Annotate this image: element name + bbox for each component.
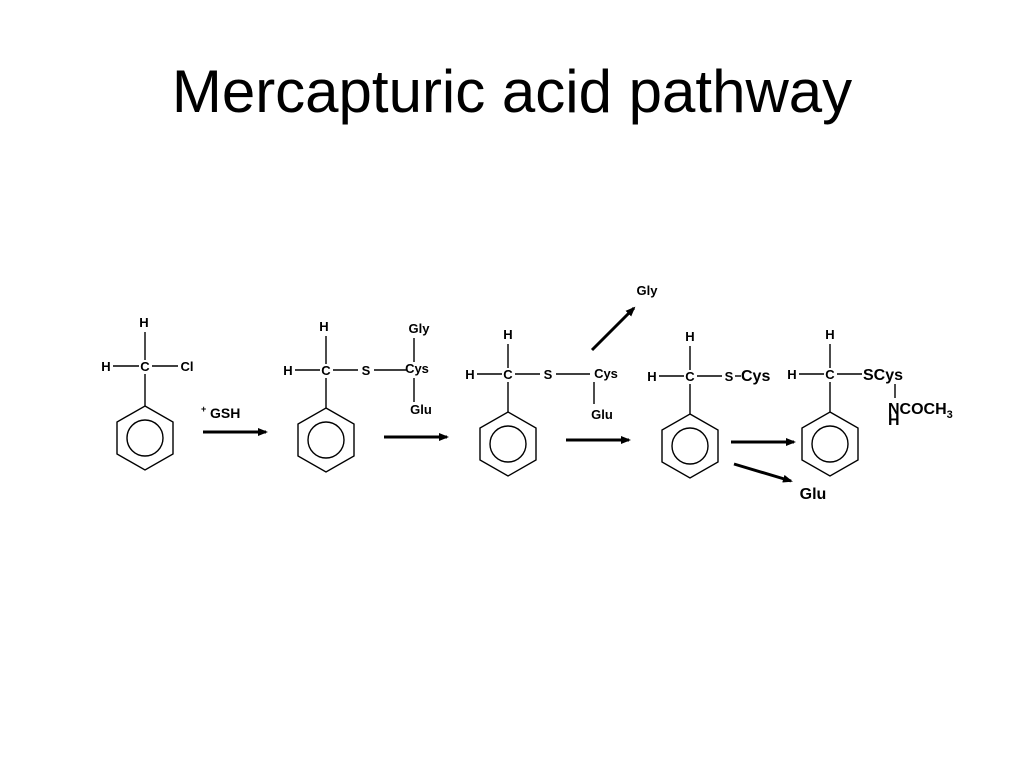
compound2-h-top: H	[319, 319, 328, 334]
benzene-ring	[661, 413, 719, 479]
compound5-h-n: H	[888, 412, 900, 429]
compound2-h-left: H	[283, 363, 292, 378]
compound3-glu: Glu	[591, 407, 613, 422]
reagent-gsh: GSH	[210, 405, 240, 421]
compound2-sulfur: S	[362, 363, 371, 378]
benzene-ring	[297, 407, 355, 473]
compound5-h-left: H	[787, 367, 796, 382]
compound3-cys: Cys	[594, 366, 618, 381]
slide-title: Mercapturic acid pathway	[171, 58, 853, 125]
compound2-carbon: C	[321, 363, 331, 378]
compound-cysteine-conjugate: H H C S Cys	[647, 329, 770, 479]
compound3-sulfur: S	[544, 367, 553, 382]
released-glu: Glu	[800, 486, 827, 503]
compound4-carbon: C	[685, 369, 695, 384]
aromatic-circle	[307, 421, 345, 459]
compound3-h-left: H	[465, 367, 474, 382]
glu-release-arrow	[733, 462, 793, 483]
compound5-h-top: H	[825, 327, 834, 342]
benzene-ring	[479, 411, 537, 477]
compound1-chlorine: Cl	[181, 359, 194, 374]
aromatic-circle	[489, 425, 527, 463]
compound2-gly: Gly	[409, 321, 431, 336]
compound1-h-left: H	[101, 359, 110, 374]
compound-glutathione-conjugate: H H C S Gly Cys Glu	[283, 319, 432, 473]
ncoch-text: NCOCH	[888, 401, 947, 418]
subscript-3: 3	[947, 409, 953, 421]
compound4-h-top: H	[685, 329, 694, 344]
compound1-h-top: H	[139, 315, 148, 330]
compound-benzyl-chloride: H H C Cl	[101, 315, 194, 471]
benzene-ring	[116, 405, 174, 471]
compound3-carbon: C	[503, 367, 513, 382]
compound5-carbon: C	[825, 367, 835, 382]
gly-release-arrow	[590, 306, 636, 352]
compound4-cys: Cys	[741, 368, 770, 385]
compound2-cys: Cys	[405, 361, 429, 376]
compound-mercapturic-acid: H H C SCys NCOCH3 H	[787, 327, 953, 477]
compound5-ncoch: NCOCH3	[888, 401, 953, 421]
aromatic-circle	[811, 425, 849, 463]
plus-sign: +	[201, 404, 206, 414]
aromatic-circle	[671, 427, 709, 465]
compound-cysteinylglycine-conjugate: H H C S Cys Glu	[465, 327, 618, 477]
released-gly: Gly	[637, 283, 659, 298]
compound5-scys: SCys	[863, 367, 903, 384]
compound4-h-left: H	[647, 369, 656, 384]
compound1-carbon: C	[140, 359, 150, 374]
aromatic-circle	[126, 419, 164, 457]
compound3-h-top: H	[503, 327, 512, 342]
compound2-glu: Glu	[410, 402, 432, 417]
benzene-ring	[801, 411, 859, 477]
compound4-sulfur: S	[725, 369, 734, 384]
